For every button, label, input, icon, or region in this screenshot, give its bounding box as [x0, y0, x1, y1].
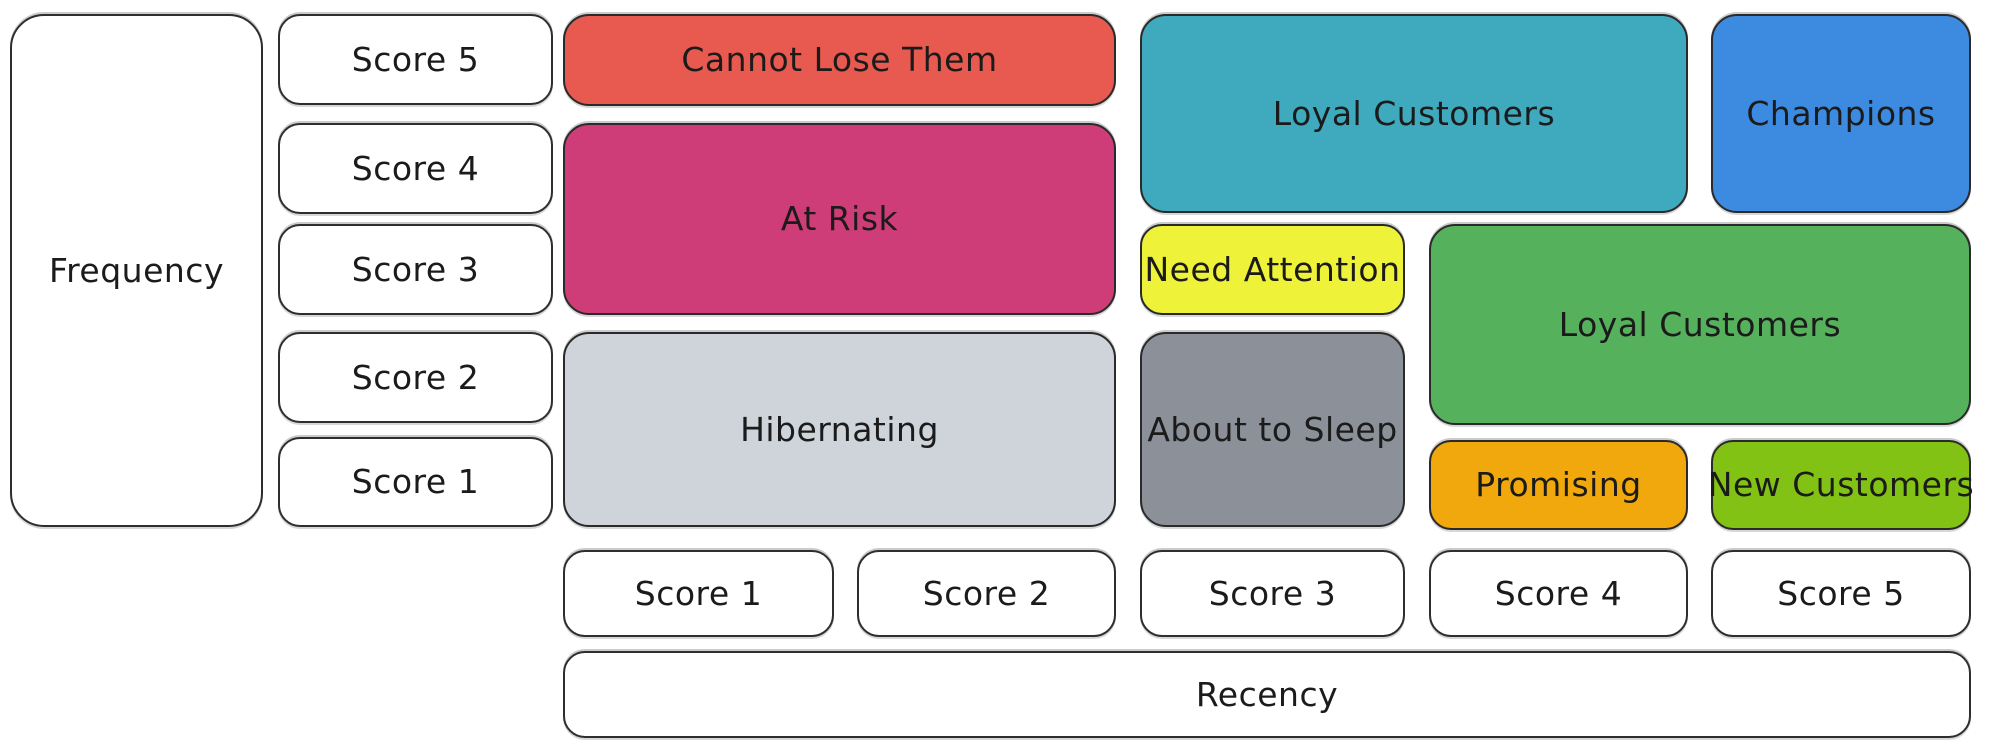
recency-score-2: Score 2 [857, 550, 1116, 637]
frequency-score-4: Score 4 [278, 123, 553, 214]
frequency-score-5: Score 5 [278, 14, 553, 105]
frequency-score-2: Score 2 [278, 332, 553, 423]
segment-promising: Promising [1429, 440, 1688, 530]
segment-loyal-customers-right: Loyal Customers [1429, 224, 1971, 425]
segment-cannot-lose-them: Cannot Lose Them [563, 14, 1116, 106]
segment-at-risk: At Risk [563, 123, 1116, 315]
segment-about-to-sleep: About to Sleep [1140, 332, 1405, 527]
segment-need-attention: Need Attention [1140, 224, 1405, 315]
frequency-axis-label: Frequency [10, 14, 263, 527]
recency-axis-label: Recency [563, 651, 1971, 738]
segment-loyal-customers-top: Loyal Customers [1140, 14, 1688, 213]
recency-score-3: Score 3 [1140, 550, 1405, 637]
segment-champions: Champions [1711, 14, 1971, 213]
segment-hibernating: Hibernating [563, 332, 1116, 527]
frequency-score-1: Score 1 [278, 437, 553, 527]
recency-score-1: Score 1 [563, 550, 834, 637]
recency-score-5: Score 5 [1711, 550, 1971, 637]
segment-new-customers: New Customers [1708, 440, 1974, 530]
frequency-score-3: Score 3 [278, 224, 553, 315]
recency-score-4: Score 4 [1429, 550, 1688, 637]
